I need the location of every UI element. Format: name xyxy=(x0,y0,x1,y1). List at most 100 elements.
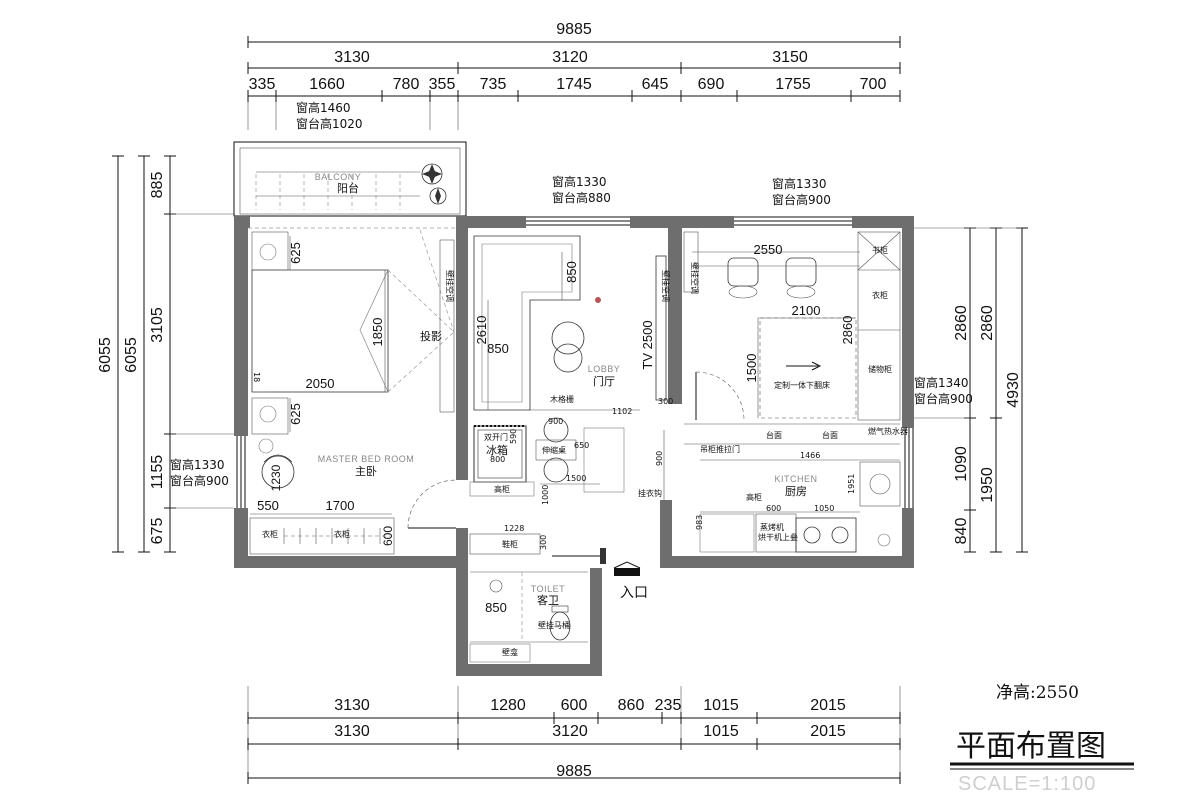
dim-master-600: 600 xyxy=(381,526,395,546)
dim-master-625a: 625 xyxy=(288,242,303,264)
dim-bottom-6: 1015 xyxy=(703,697,739,714)
dim-lobby-300b: 300 xyxy=(539,535,548,550)
fold-bed-label: 定制一体下翻床 xyxy=(774,380,830,390)
dim-right-a1: 2860 xyxy=(953,305,970,341)
walls xyxy=(234,216,914,676)
dim-total-top: 9885 xyxy=(556,21,592,38)
lobby-window-height: 窗高1330 xyxy=(552,174,607,189)
sofa xyxy=(473,235,581,411)
wall-ac-label-master: 壁挂空调 xyxy=(445,270,455,302)
dim-master-1700: 1700 xyxy=(326,498,355,513)
dim-bottom-5: 235 xyxy=(655,697,682,714)
lobby: 850 2610 850 LOBBY 门厅 壁挂空调 TV 2500 300 木… xyxy=(469,235,673,564)
dim-lobby-900: 900 xyxy=(548,417,563,426)
entrance-door[interactable] xyxy=(552,548,606,564)
ceiling-light-icon xyxy=(595,297,601,303)
dim-top-d9: 1755 xyxy=(775,76,811,93)
windows xyxy=(236,216,914,508)
dim-top-mid-3: 3150 xyxy=(772,49,808,66)
wall-ac-label-study: 壁挂空调 xyxy=(690,262,700,294)
study-door[interactable] xyxy=(695,371,745,421)
tv-cabinet xyxy=(655,255,667,401)
dim-bottom-3: 600 xyxy=(561,697,588,714)
dim-lobby-1228: 1228 xyxy=(504,524,524,533)
dim-bottom2-1: 3130 xyxy=(334,723,370,740)
dim-lobby-1000: 1000 xyxy=(541,485,550,505)
wall-ac-label-lobby: 壁挂空调 xyxy=(661,270,671,302)
dim-left-675: 675 xyxy=(149,518,166,545)
kitchen-label-en: KITCHEN xyxy=(774,474,817,484)
wardrobe-label-study: 衣柜 xyxy=(872,290,888,300)
oven-label: 蒸烤机 xyxy=(760,522,784,532)
lobby-label-cn: 门厅 xyxy=(593,374,615,388)
dim-left-1155: 1155 xyxy=(149,455,166,490)
lobby-sill-height: 窗台高880 xyxy=(552,190,611,205)
balcony-label-en: BALCONY xyxy=(315,172,362,182)
dim-lobby-1500: 1500 xyxy=(566,474,586,483)
dim-top-d6: 1745 xyxy=(556,76,592,93)
dim-lobby-2610: 2610 xyxy=(474,316,489,345)
balcony-window-height: 窗高1460 xyxy=(296,100,351,115)
dim-left-885: 885 xyxy=(149,172,166,199)
dim-master-625b: 625 xyxy=(288,403,303,425)
dim-lobby-900b: 900 xyxy=(655,451,664,466)
clear-height: 净高:2550 xyxy=(996,683,1079,703)
toilet: 850 TOILET 客卫 壁挂马桶 壁龛 xyxy=(469,571,588,663)
dim-top-mid-1: 3130 xyxy=(334,49,370,66)
dim-top-d2: 1660 xyxy=(309,76,345,93)
stove-icon xyxy=(795,517,857,553)
dim-top-d5: 735 xyxy=(480,76,507,93)
master-door[interactable] xyxy=(407,479,457,529)
study-kitchen: 2550 壁挂空调 2100 2860 1500 定制一体下翻床 书柜 衣柜 储… xyxy=(683,231,908,553)
dim-bottom2-2: 3120 xyxy=(552,723,588,740)
dim-top-d7: 645 xyxy=(642,76,669,93)
tabletop-label: 台面 xyxy=(766,430,782,440)
dryer-label: 烘干机上叠 xyxy=(758,532,798,542)
coffee-table xyxy=(551,321,585,373)
dim-study-2550: 2550 xyxy=(754,242,783,257)
top-detail-dimension: 335 1660 780 355 735 1745 645 690 1755 7… xyxy=(247,76,901,130)
toilet-label-en: TOILET xyxy=(531,584,565,594)
bed xyxy=(251,269,389,393)
projection-label: 投影 xyxy=(420,329,442,343)
fridge-door-label: 双开门 xyxy=(484,432,508,442)
dim-bottom-total: 9885 xyxy=(556,763,592,780)
dim-right-b2: 1950 xyxy=(979,467,996,503)
bottom-dimension-chains: 3130 1280 600 860 235 1015 2015 3130 312… xyxy=(247,686,901,784)
wall-toilet-label: 壁挂马桶 xyxy=(538,620,570,630)
dim-lobby-800: 800 xyxy=(490,455,505,464)
drawing-title: 平面布置图 xyxy=(956,729,1106,764)
storage-label: 储物柜 xyxy=(868,364,892,374)
wc-icon xyxy=(549,605,571,641)
dim-right-b1: 2860 xyxy=(979,305,996,341)
dim-lobby-850b: 850 xyxy=(487,341,509,356)
kitchen-right-window-height: 窗高1340 xyxy=(914,375,969,390)
dim-right-a2: 1090 xyxy=(953,446,970,482)
master-window-height: 窗高1330 xyxy=(170,457,225,472)
armchair xyxy=(258,438,295,489)
dim-lobby-300: 300 xyxy=(658,397,673,406)
dim-study-2860: 2860 xyxy=(840,316,855,345)
master-wardrobe-label-2: 衣柜 xyxy=(334,529,350,539)
shoe-cabinet-label: 鞋柜 xyxy=(502,539,518,549)
dim-left-3105: 3105 xyxy=(149,307,166,343)
title-block: 净高:2550 平面布置图 SCALE=1:100 xyxy=(950,683,1134,795)
dim-master-2050: 2050 xyxy=(306,376,335,391)
dim-top-d1: 335 xyxy=(249,76,276,93)
coat-hook-label: 挂衣钩 xyxy=(638,488,662,498)
dim-lobby-1102: 1102 xyxy=(612,407,632,416)
dim-study-2100: 2100 xyxy=(792,303,821,318)
chair-icon xyxy=(727,257,759,299)
lobby-label-en: LOBBY xyxy=(588,364,621,374)
balcony-label-cn: 阳台 xyxy=(337,181,359,195)
dim-kitchen-1466: 1466 xyxy=(800,451,820,460)
dim-top-d3: 780 xyxy=(393,76,420,93)
dim-top-mid-2: 3120 xyxy=(552,49,588,66)
dim-master-18: 18 xyxy=(252,372,261,382)
dim-master-550: 550 xyxy=(257,498,279,513)
master-label-cn: 主卧 xyxy=(355,465,377,478)
fridge-label: 冰箱 xyxy=(486,443,508,457)
fridge-width: 590 xyxy=(509,429,518,444)
toilet-label-cn: 客卫 xyxy=(537,593,559,607)
